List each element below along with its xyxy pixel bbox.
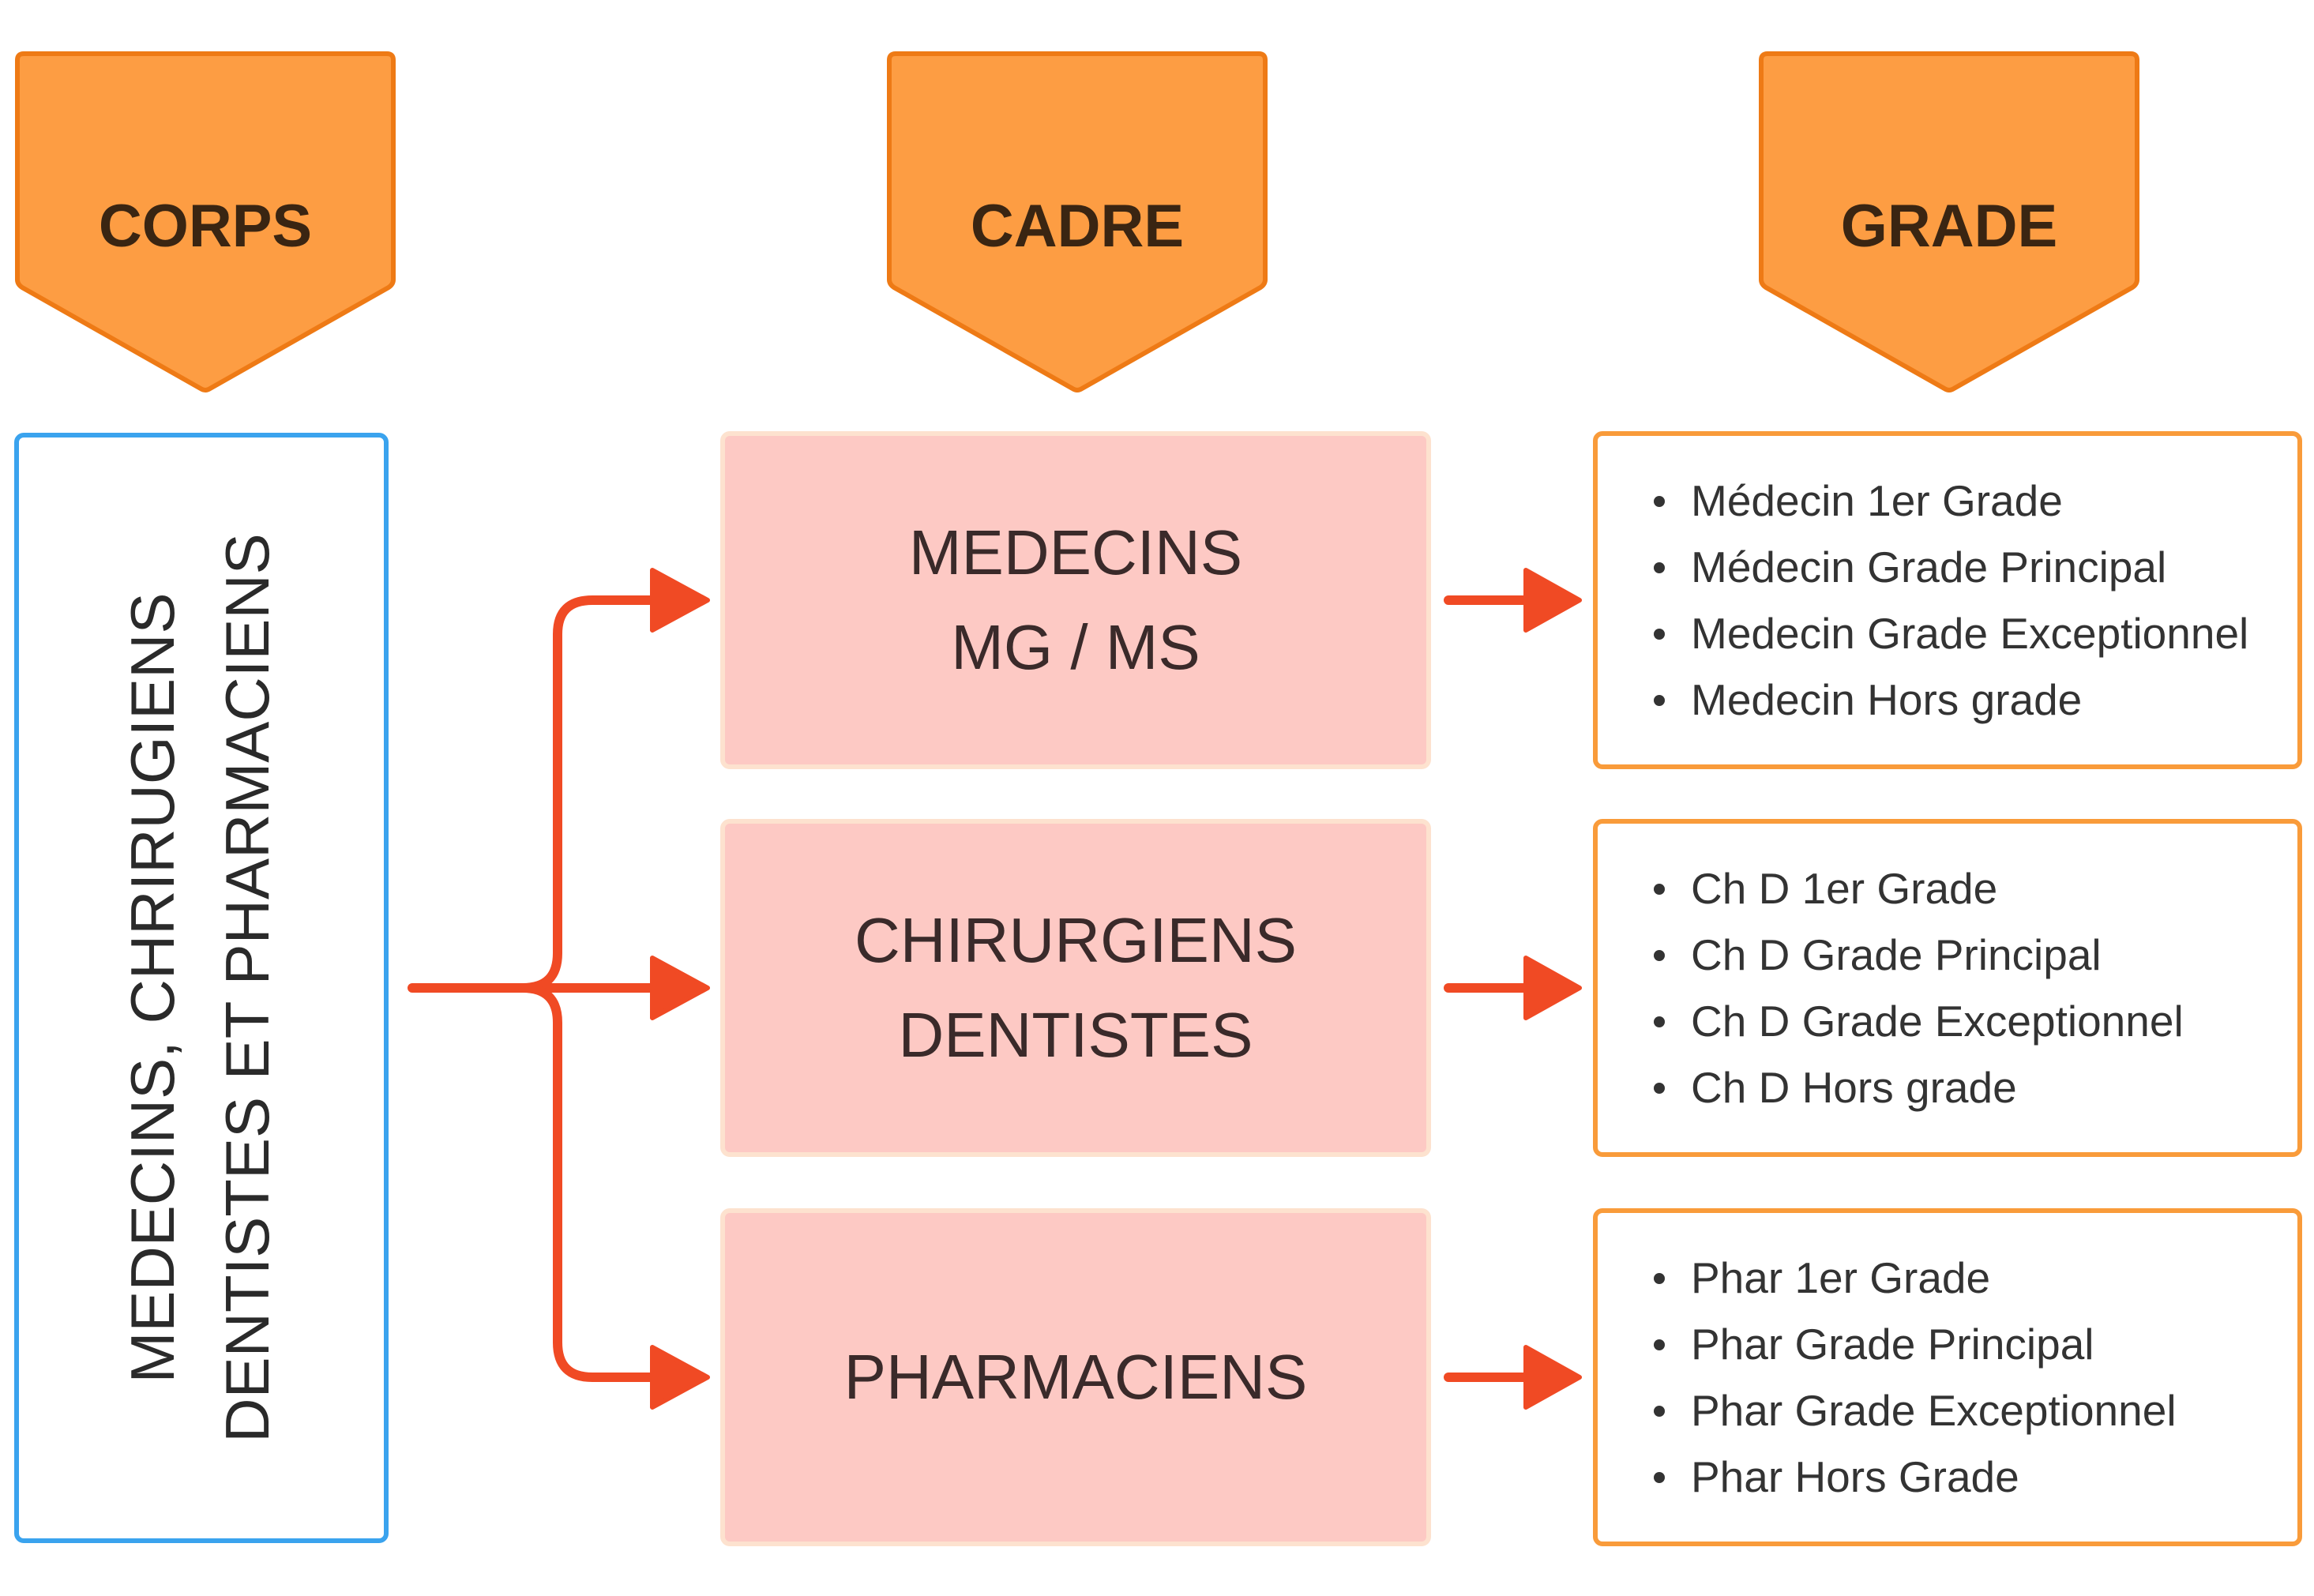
header-cadre-label: CADRE bbox=[970, 193, 1185, 260]
header-grade: GRADE bbox=[1758, 51, 2140, 393]
cadre-label: MEDECINS bbox=[908, 517, 1243, 588]
cadre-label: DENTISTES bbox=[898, 1000, 1253, 1070]
chevron-shape-cadre bbox=[887, 51, 1268, 392]
cadre-label: MG / MS bbox=[951, 612, 1200, 682]
grade-list: Médecin 1er Grade Médecin Grade Principa… bbox=[1598, 468, 2248, 733]
grade-list-item: Ch D Hors grade bbox=[1654, 1054, 2184, 1121]
grade-list-item: Medecin Hors grade bbox=[1653, 667, 2248, 733]
arrowhead-cadre-3 bbox=[650, 1345, 710, 1410]
grade-box-pharmaciens: Phar 1er Grade Phar Grade Principal Phar… bbox=[1593, 1208, 2302, 1546]
grade-box-medecins: Médecin 1er Grade Médecin Grade Principa… bbox=[1593, 431, 2302, 769]
grade-list-item: Phar Grade Exceptionnel bbox=[1654, 1377, 2177, 1444]
grade-list: Phar 1er Grade Phar Grade Principal Phar… bbox=[1598, 1245, 2177, 1510]
grade-list-item: Phar Grade Principal bbox=[1654, 1311, 2177, 1377]
grade-list-item: Ch D Grade Principal bbox=[1654, 922, 2184, 988]
branch-bottom bbox=[518, 983, 660, 1382]
chevron-shape-grade bbox=[1759, 51, 2139, 392]
grade-list: Ch D 1er Grade Ch D Grade Principal Ch D… bbox=[1598, 855, 2184, 1121]
grade-list-item: Médecin Grade Principal bbox=[1653, 534, 2248, 600]
corps-label: MEDECINS, CHRIRUGIENS DENTISTES ET PHARM… bbox=[105, 433, 295, 1543]
grade-list-item: Ch D 1er Grade bbox=[1654, 855, 2184, 922]
grade-list-item: Médecin 1er Grade bbox=[1653, 468, 2248, 534]
header-cadre: CADRE bbox=[886, 51, 1268, 393]
corps-label-line2: DENTISTES ET PHARMACIENS bbox=[212, 533, 282, 1443]
grade-box-chirurgiens: Ch D 1er Grade Ch D Grade Principal Ch D… bbox=[1593, 819, 2302, 1157]
arrowhead-grade-2 bbox=[1523, 956, 1582, 1020]
grade-list-item: Phar Hors Grade bbox=[1654, 1444, 2177, 1510]
chevron-shape-corps bbox=[15, 51, 396, 392]
cadre-label: PHARMACIENS bbox=[843, 1342, 1308, 1412]
corps-box bbox=[14, 433, 389, 1543]
header-corps-label: CORPS bbox=[98, 193, 313, 260]
cadre-box-chirurgiens: CHIRURGIENS DENTISTES bbox=[720, 819, 1431, 1157]
header-grade-label: GRADE bbox=[1840, 193, 2058, 260]
grade-list-item: Medecin Grade Exceptionnel bbox=[1653, 600, 2248, 667]
header-corps: CORPS bbox=[14, 51, 396, 393]
arrowhead-cadre-2 bbox=[650, 956, 710, 1020]
cadre-label: CHIRURGIENS bbox=[854, 905, 1298, 975]
arrowhead-grade-1 bbox=[1523, 568, 1582, 633]
cadre-box-pharmaciens: PHARMACIENS bbox=[720, 1208, 1431, 1546]
corps-label-line1: MEDECINS, CHRIRUGIENS bbox=[118, 592, 187, 1384]
arrowhead-grade-3 bbox=[1523, 1345, 1582, 1410]
branch-trunk bbox=[408, 595, 660, 993]
grade-list-item: Phar 1er Grade bbox=[1654, 1245, 2177, 1311]
cadre-box-medecins: MEDECINS MG / MS bbox=[720, 431, 1431, 769]
arrowhead-cadre-1 bbox=[650, 568, 710, 633]
grade-list-item: Ch D Grade Exceptionnel bbox=[1654, 988, 2184, 1054]
